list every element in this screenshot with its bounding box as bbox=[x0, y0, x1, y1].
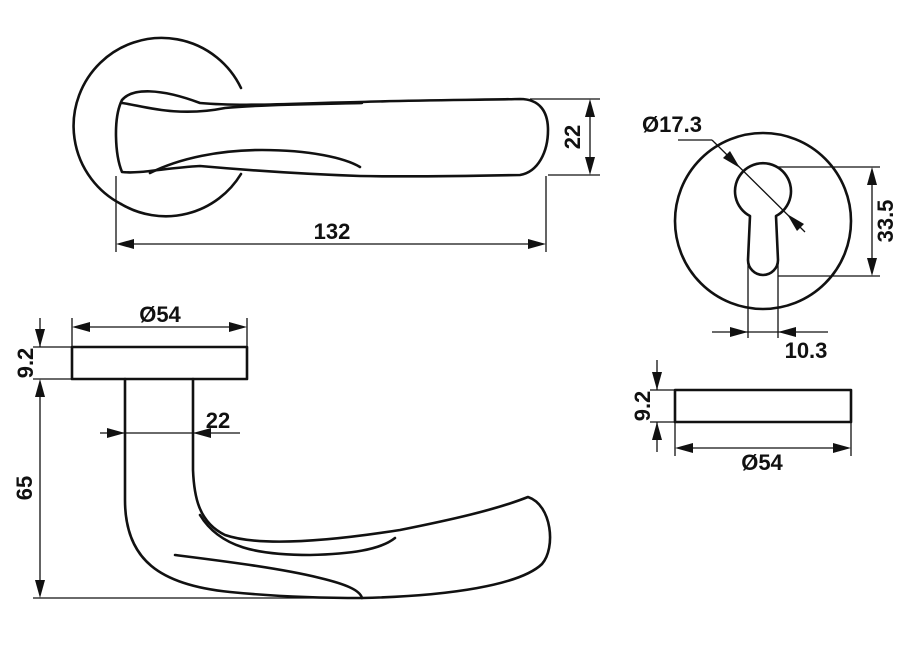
side-view-lever: Ø54 9.2 65 22 bbox=[12, 302, 552, 600]
dimension-label-9-2-side: 9.2 bbox=[13, 348, 38, 379]
lever-inner-curve-bottom bbox=[148, 148, 362, 175]
dimension-label-65: 65 bbox=[12, 476, 37, 500]
lever-inner-curve-top bbox=[120, 101, 364, 114]
lever-profile-side bbox=[123, 377, 552, 600]
lever-inner-curve-side bbox=[198, 513, 397, 557]
dimension-label-9-2-plate: 9.2 bbox=[630, 391, 655, 422]
dimension-label-22-top: 22 bbox=[560, 125, 585, 149]
escutcheon-circle bbox=[673, 131, 853, 311]
top-view-lever: 132 22 bbox=[72, 36, 600, 252]
dimension-label-132: 132 bbox=[314, 219, 351, 244]
escutcheon-side-rect bbox=[673, 388, 853, 424]
cylinder-cutout bbox=[733, 161, 793, 277]
front-view-escutcheon: Ø17.3 33.5 10.3 bbox=[642, 112, 898, 363]
dimension-label-54-side: Ø54 bbox=[139, 302, 181, 327]
dimension-label-17-3: Ø17.3 bbox=[642, 112, 702, 137]
rosette-outline-top-lower bbox=[119, 172, 243, 218]
rosette-outline-top bbox=[72, 36, 243, 206]
dimension-label-33-5: 33.5 bbox=[873, 200, 898, 243]
rosette-side-rect bbox=[70, 345, 249, 381]
dimension-label-22-side: 22 bbox=[206, 408, 230, 433]
lever-bottom-curve-side bbox=[173, 553, 364, 600]
dimension-label-10-3: 10.3 bbox=[785, 338, 828, 363]
dimension-label-54-plate: Ø54 bbox=[741, 450, 783, 475]
side-view-escutcheon: 9.2 Ø54 bbox=[630, 360, 853, 475]
